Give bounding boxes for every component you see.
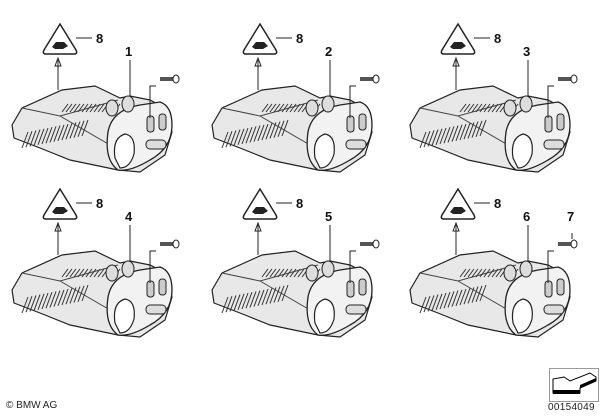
warning-symbol-icon [242, 187, 278, 220]
arrow-up-icon [54, 56, 62, 90]
arrow-up-icon [452, 56, 460, 90]
screw-icon [558, 74, 578, 84]
symbol-callout: 8 [296, 196, 303, 211]
screw-icon [160, 239, 180, 249]
switch-housing [211, 250, 373, 338]
warning-symbol-icon [42, 187, 78, 220]
symbol-callout: 8 [494, 31, 501, 46]
switch-housing [211, 85, 373, 173]
arrow-up-icon [254, 56, 262, 90]
warning-symbol-icon [42, 22, 78, 55]
copyright-text: © BMW AG [6, 400, 58, 411]
screw-icon [160, 74, 180, 84]
light-switch-unit: 8 1 [11, 22, 180, 173]
light-switch-unit: 8 6 7 [409, 187, 578, 338]
light-switch-unit: 8 5 [211, 187, 380, 338]
warning-symbol-icon [242, 22, 278, 55]
part-number-callout: 6 [523, 209, 530, 224]
part-number-callout: 5 [325, 209, 332, 224]
direction-arrow-icon [549, 368, 599, 402]
light-switch-unit: 8 2 [211, 22, 380, 173]
arrow-up-icon [452, 221, 460, 255]
arrow-up-icon [54, 221, 62, 255]
part-number-callout: 4 [125, 209, 133, 224]
warning-symbol-icon [440, 22, 476, 55]
part-number-callout: 1 [125, 44, 132, 59]
warning-symbol-icon [440, 187, 476, 220]
light-switch-unit: 8 4 [11, 187, 180, 338]
screw-icon [360, 74, 380, 84]
switch-housing [409, 250, 571, 338]
arrow-up-icon [254, 221, 262, 255]
symbol-callout: 8 [96, 31, 103, 46]
screw-icon [558, 239, 578, 249]
screw-callout: 7 [567, 209, 574, 224]
diagram-id: 00154049 [548, 402, 595, 413]
symbol-callout: 8 [296, 31, 303, 46]
symbol-callout: 8 [96, 196, 103, 211]
switch-housing [11, 250, 173, 338]
screw-icon [360, 239, 380, 249]
switch-housing [11, 85, 173, 173]
part-number-callout: 2 [325, 44, 332, 59]
light-switch-unit: 8 3 [409, 22, 578, 173]
part-number-callout: 3 [523, 44, 530, 59]
switch-housing [409, 85, 571, 173]
symbol-callout: 8 [494, 196, 501, 211]
